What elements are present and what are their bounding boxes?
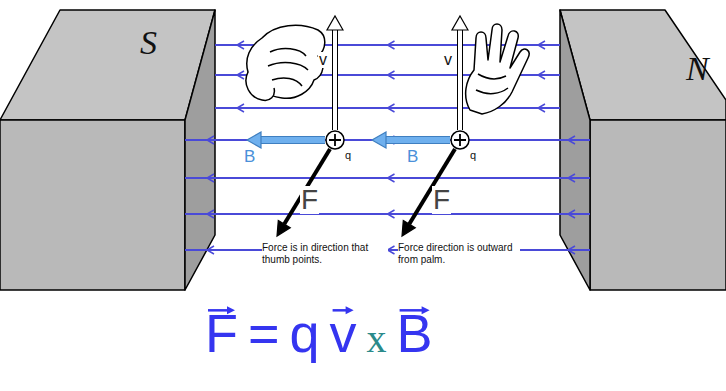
- note: Force is in direction that thumb points.: [262, 242, 388, 266]
- force-formula: F=qvxB: [205, 306, 433, 360]
- field-arrowhead: [207, 246, 214, 254]
- field-label: B: [406, 148, 419, 165]
- field-arrowhead: [388, 210, 395, 218]
- v-vector-arrow: [327, 16, 343, 130]
- field-arrowhead: [388, 104, 395, 112]
- field-arrowhead: [388, 246, 395, 254]
- field-label: B: [243, 148, 256, 165]
- v-vector-arrow: [452, 16, 468, 130]
- field-arrowhead: [237, 104, 244, 112]
- field-arrowhead: [538, 71, 545, 79]
- velocity-label: v: [318, 52, 328, 68]
- vector-arrows: [247, 16, 469, 236]
- hand-open: [466, 24, 529, 114]
- north-magnet: [560, 10, 726, 290]
- field-arrowhead: [207, 174, 214, 182]
- field-arrowhead: [237, 71, 244, 79]
- formula-symbol: q: [290, 306, 320, 360]
- field-lines: [185, 41, 590, 254]
- charge-label: q: [469, 150, 477, 161]
- velocity-label: v: [443, 52, 453, 68]
- note: Force direction is outward from palm.: [398, 242, 520, 266]
- hand-curled: [246, 25, 325, 100]
- field-arrowhead: [568, 210, 575, 218]
- field-arrowhead: [388, 41, 395, 49]
- force-arrow: [277, 149, 330, 236]
- charge: [326, 131, 344, 149]
- pole-label: N: [686, 52, 709, 86]
- field-arrowhead: [568, 246, 575, 254]
- field-arrowhead: [207, 136, 214, 144]
- pole-label: S: [140, 26, 157, 60]
- south-magnet: [0, 10, 215, 290]
- field-arrowhead: [538, 41, 545, 49]
- b-vector-arrow: [372, 132, 450, 148]
- cross-symbol: x: [367, 319, 387, 359]
- field-arrowhead: [568, 136, 575, 144]
- formula-symbol: =: [248, 306, 280, 360]
- field-arrowhead: [538, 104, 545, 112]
- field-arrowhead: [237, 41, 244, 49]
- formula-symbol: v: [330, 306, 357, 360]
- formula-symbol: B: [397, 306, 433, 360]
- force-label: F: [300, 186, 319, 214]
- b-vector-arrow: [247, 132, 325, 148]
- field-line: [185, 139, 590, 141]
- force-arrow: [402, 149, 455, 236]
- formula-symbol: F: [205, 306, 238, 360]
- charge-label: q: [344, 150, 352, 161]
- force-label: F: [432, 186, 451, 214]
- field-arrowhead: [388, 174, 395, 182]
- field-arrowhead: [568, 174, 575, 182]
- charge: [451, 131, 469, 149]
- field-arrowhead: [388, 71, 395, 79]
- field-arrowhead: [207, 210, 214, 218]
